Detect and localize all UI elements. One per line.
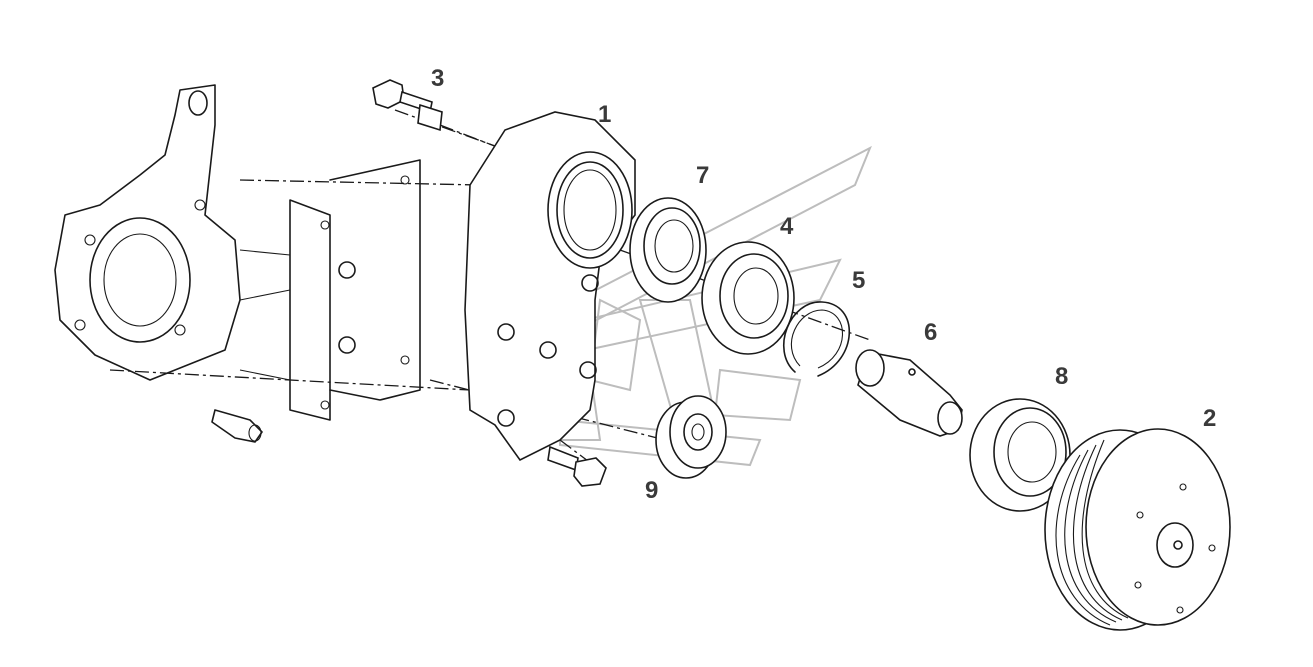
part-2-pulley xyxy=(1044,428,1231,631)
callout-9: 9 xyxy=(645,477,658,504)
part-7-bearing xyxy=(629,197,707,303)
part-9-idler xyxy=(655,395,727,479)
callout-1: 1 xyxy=(598,101,611,128)
callout-6: 6 xyxy=(924,319,937,346)
callout-7: 7 xyxy=(696,162,709,189)
callout-labels: 1 2 3 4 5 6 7 8 9 xyxy=(431,65,1216,504)
part-6-shaft xyxy=(855,349,963,437)
part-4-bearing xyxy=(701,241,795,355)
callout-8: 8 xyxy=(1055,363,1068,390)
part-3-bolt xyxy=(372,79,443,132)
part-5-snap-ring xyxy=(783,301,851,377)
callout-5: 5 xyxy=(852,267,865,294)
lower-bolt xyxy=(547,445,607,487)
callout-2: 2 xyxy=(1203,405,1216,432)
engine-housing xyxy=(54,84,421,443)
part-1-bracket xyxy=(464,111,636,462)
callout-4: 4 xyxy=(780,213,794,240)
callout-3: 3 xyxy=(431,65,444,92)
